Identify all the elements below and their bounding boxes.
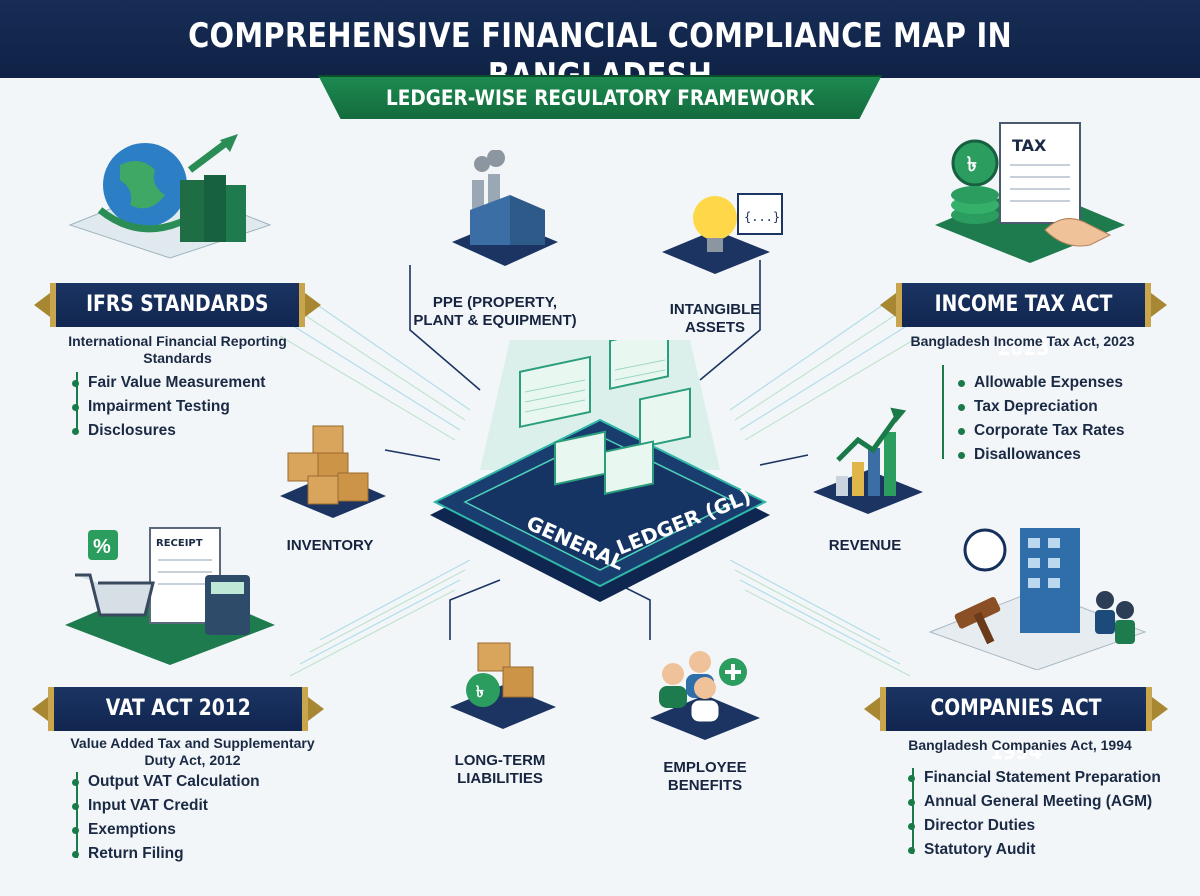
- companies-banner: COMPANIES ACT 1994: [864, 687, 1168, 765]
- globe-books-icon: [68, 134, 272, 259]
- list-item: Return Filing: [72, 842, 260, 866]
- receipt-label: RECEIPT: [156, 538, 203, 549]
- shopping-cart-receipt-icon: RECEIPT %: [65, 527, 275, 665]
- income-tax-items: Allowable Expenses Tax Depreciation Corp…: [957, 371, 1124, 467]
- ifrs-title: IFRS STANDARDS: [86, 292, 269, 317]
- list-item: Input VAT Credit: [72, 794, 260, 818]
- ledger-inventory-label: INVENTORY: [286, 537, 374, 554]
- income-tax-description: Bangladesh Income Tax Act, 2023: [910, 333, 1135, 349]
- code-snippet-label: {...}: [744, 210, 780, 224]
- subtitle-ribbon: LEDGER-WISE REGULATORY FRAMEWORK: [318, 75, 882, 119]
- list-item: Financial Statement Preparation: [908, 766, 1161, 790]
- list-item: Tax Depreciation: [957, 395, 1124, 419]
- vat-banner: VAT ACT 2012: [32, 687, 324, 731]
- list-item: Allowable Expenses: [957, 371, 1124, 395]
- income-tax-banner: INCOME TAX ACT 2023: [880, 283, 1167, 361]
- list-item: Director Duties: [908, 814, 1161, 838]
- list-item: Output VAT Calculation: [72, 770, 260, 794]
- list-item: Statutory Audit: [908, 838, 1161, 862]
- ppe-text: PPE (PROPERTY, PLANT & EQUIPMENT): [413, 294, 577, 329]
- lightbulb-icon: {...}: [662, 193, 783, 274]
- ifrs-description: International Financial Reporting Standa…: [68, 333, 287, 366]
- tax-label: TAX: [1012, 136, 1047, 155]
- companies-description: Bangladesh Companies Act, 1994: [908, 737, 1132, 753]
- court-building-icon: [928, 528, 1147, 670]
- boxes-icon: [280, 425, 386, 518]
- ledger-employee-label: EMPLOYEE BENEFITS: [663, 759, 747, 794]
- header: COMPREHENSIVE FINANCIAL COMPLIANCE MAP I…: [0, 0, 1200, 96]
- ledger-intangible-label: INTANGIBLE ASSETS: [669, 301, 761, 336]
- money-bag-boxes-icon: ৳: [450, 642, 556, 729]
- list-item: Disallowances: [957, 443, 1124, 467]
- ledger-revenue-label: REVENUE: [828, 537, 902, 554]
- companies-items: Financial Statement Preparation Annual G…: [908, 766, 1161, 862]
- list-item: Exemptions: [72, 818, 260, 842]
- ledger-screens-icon: [519, 340, 691, 495]
- list-item: Annual General Meeting (AGM): [908, 790, 1161, 814]
- companies-title: COMPANIES ACT 1994: [930, 696, 1102, 765]
- ifrs-rail: [76, 372, 78, 434]
- ledger-long-term-label: LONG-TERM LIABILITIES: [454, 752, 546, 787]
- factory-icon: [452, 150, 558, 266]
- ledger-ppe-label: PPE (PROPERTY, PLANT & EQUIPMENT): [410, 294, 580, 330]
- list-item: Disclosures: [71, 419, 265, 443]
- ifrs-banner: IFRS STANDARDS: [34, 283, 321, 327]
- list-item: Corporate Tax Rates: [957, 419, 1124, 443]
- income-tax-rail: [942, 365, 944, 459]
- income-tax-title: INCOME TAX ACT 2023: [934, 292, 1113, 361]
- vat-title: VAT ACT 2012: [105, 696, 251, 721]
- list-item: Impairment Testing: [71, 395, 265, 419]
- vat-description: Value Added Tax and Supplementary Duty A…: [70, 735, 315, 768]
- page-subtitle: LEDGER-WISE REGULATORY FRAMEWORK: [385, 86, 815, 110]
- vat-items: Output VAT Calculation Input VAT Credit …: [72, 770, 260, 866]
- companies-rail: [912, 768, 914, 854]
- taka-coin-label: ৳: [967, 154, 977, 176]
- vat-rail: [76, 772, 78, 858]
- tax-document-icon: TAX ৳: [935, 122, 1125, 263]
- money-bag-taka: ৳: [476, 684, 484, 701]
- ifrs-items: Fair Value Measurement Impairment Testin…: [71, 371, 265, 443]
- employees-health-icon: [650, 651, 760, 740]
- general-ledger-platform: GENERAL LEDGER (GL): [430, 340, 770, 602]
- growth-chart-icon: [813, 407, 923, 514]
- list-item: Fair Value Measurement: [71, 371, 265, 395]
- percent-badge: %: [93, 536, 111, 558]
